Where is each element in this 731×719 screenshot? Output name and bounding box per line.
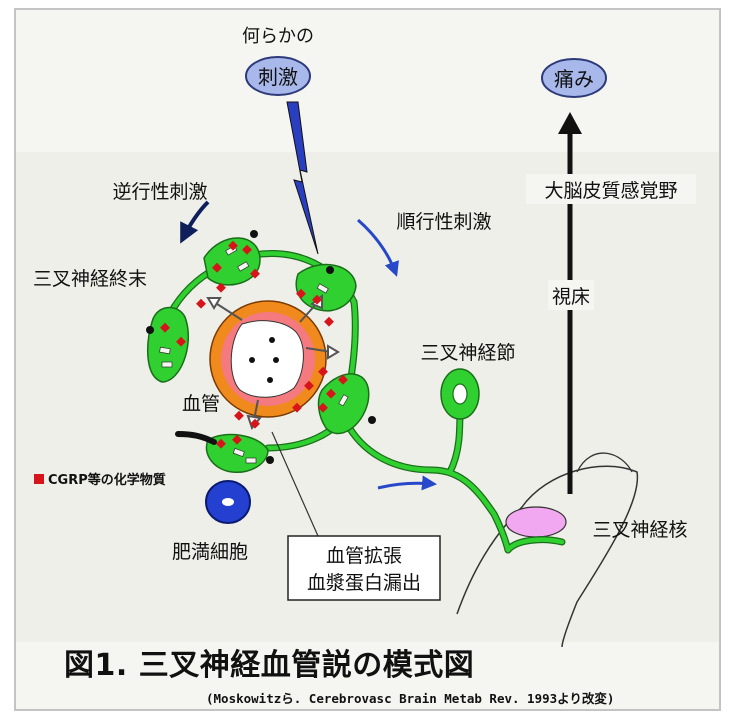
- effect-box: [287, 535, 441, 601]
- pain-oval: [541, 58, 607, 98]
- blood-vessel-lumen: [230, 320, 304, 398]
- orthodromic-arrow: [357, 218, 399, 277]
- cgrp-legend-swatch: [34, 474, 44, 484]
- thalamus-label-bg: [548, 280, 594, 310]
- figure-frame: 刺激 何らかの 痛み 大脳皮質感覚野 視床 三叉神経核 三叉神経節: [14, 8, 721, 711]
- effect-line-2: 血漿蛋白漏出: [307, 572, 421, 594]
- antidromic-arrow: [180, 200, 210, 244]
- cortex-label: 大脳皮質感覚野: [544, 180, 677, 202]
- trigeminal-nucleus: [505, 506, 567, 538]
- conduction-arrow: [377, 475, 437, 491]
- cortex-label-bg: [526, 174, 696, 204]
- brainstem-outline: [456, 465, 639, 648]
- figure-title: 図1. 三叉神経血管説の模式図: [64, 648, 475, 683]
- trigeminovascular-diagram: 刺激 何らかの 痛み 大脳皮質感覚野 視床 三叉神経核 三叉神経節: [16, 26, 719, 648]
- terminal-dots: [146, 230, 376, 464]
- figure-citation: (Moskowitzら. Cerebrovasc Brain Metab Rev…: [206, 691, 615, 706]
- ganglion-label: 三叉神経節: [420, 342, 515, 364]
- effect-pointer: [271, 431, 319, 537]
- vesicles: [159, 245, 349, 464]
- brainstem-curve: [576, 452, 633, 473]
- cgrp-particles: [160, 240, 348, 449]
- ascending-arrowhead: [558, 112, 582, 134]
- antidromic-label: 逆行性刺激: [112, 181, 207, 203]
- lumen-dots: [249, 337, 279, 383]
- ganglion-nucleus: [452, 383, 468, 405]
- pain-label: 痛み: [554, 67, 594, 91]
- cgrp-legend-label: CGRP等の化学物質: [48, 472, 166, 488]
- mast-cell-nucleus: [222, 498, 234, 506]
- stimulus-prefix-label: 何らかの: [242, 26, 314, 47]
- afferent-fiber: [175, 431, 217, 445]
- stimulus-label: 刺激: [258, 65, 298, 89]
- stimulus-oval: [245, 56, 311, 96]
- thalamus-label: 視床: [552, 286, 590, 308]
- nerve-endings-label: 三叉神経終末: [33, 268, 147, 290]
- nucleus-label: 三叉神経核: [592, 519, 687, 541]
- orthodromic-label: 順行性刺激: [396, 211, 491, 233]
- effect-line-1: 血管拡張: [326, 545, 402, 567]
- blood-vessel-label: 血管: [182, 393, 220, 415]
- lightning-bolt-icon: [286, 101, 319, 255]
- mast-cell-label: 肥満細胞: [172, 541, 248, 563]
